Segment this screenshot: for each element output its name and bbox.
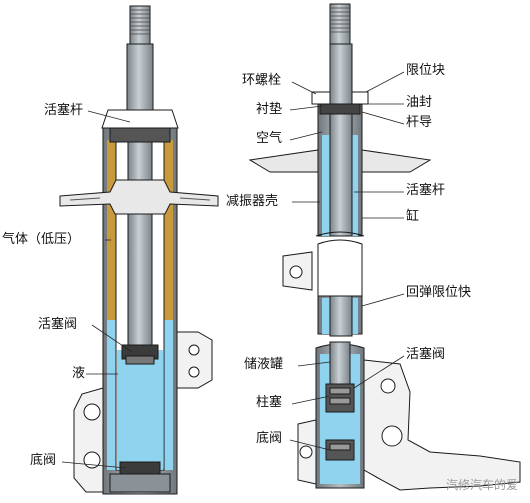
label-piston-rod-left: 活塞杆 [44, 103, 84, 118]
label-bushing: 衬垫 [256, 102, 283, 117]
label-stop-block: 限位块 [406, 63, 446, 78]
label-base-valve-right: 底阀 [256, 431, 283, 446]
label-oil-seal: 油封 [406, 95, 433, 110]
left-strut [59, 5, 219, 495]
label-piston-valve-left: 活塞阀 [38, 317, 78, 332]
label-base-valve-left: 底阀 [30, 453, 57, 468]
label-piston-valve-right: 活塞阀 [406, 347, 446, 362]
label-rod-guide: 杆导 [406, 115, 433, 130]
label-air: 空气 [256, 131, 283, 146]
label-gas-low-pressure: 气体（低压） [2, 232, 81, 247]
leader-lines [61, 71, 405, 469]
watermark: 汽修汽车的爱 [446, 478, 519, 492]
label-rebound-stop: 回弹限位快 [406, 285, 472, 300]
label-liquid: 液 [72, 366, 86, 381]
label-reservoir: 储液罐 [244, 357, 284, 372]
right-cutaway-bottom [297, 341, 521, 491]
label-piston-rod-right: 活塞杆 [406, 183, 446, 198]
label-plunger: 柱塞 [256, 395, 283, 410]
label-shock-housing: 减振器壳 [226, 194, 279, 209]
right-cutaway-top [248, 3, 432, 337]
label-cylinder: 缸 [406, 209, 420, 224]
label-ring-bolt: 环螺栓 [242, 73, 282, 88]
